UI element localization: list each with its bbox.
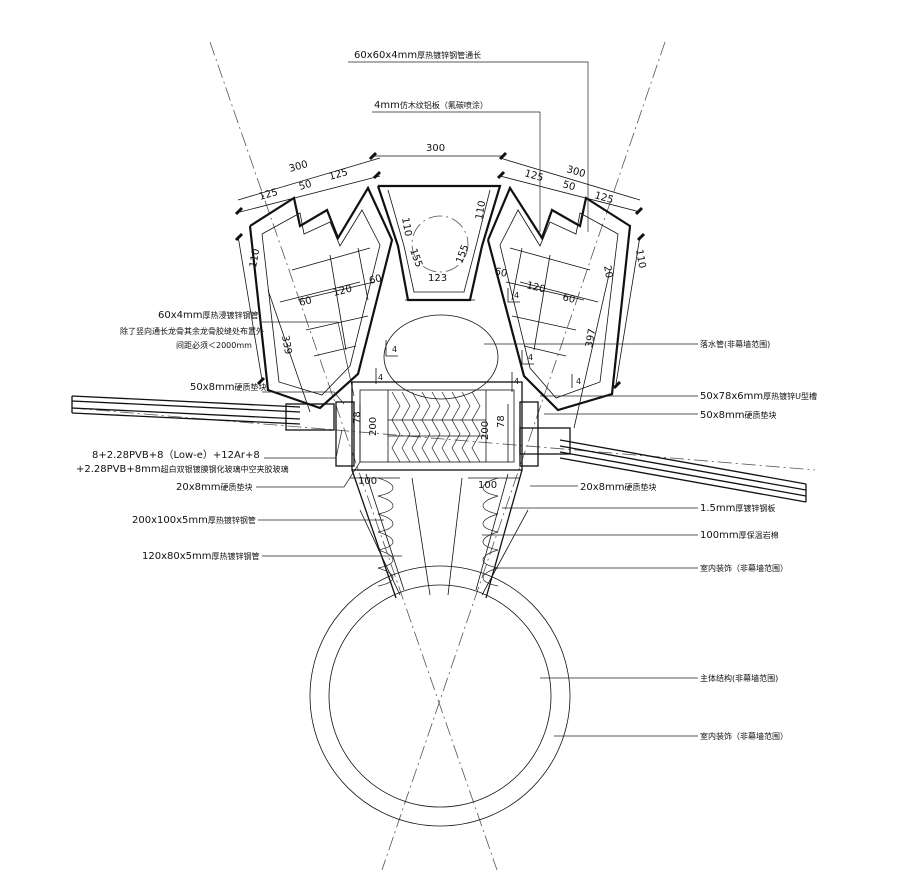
dim-inner-right-110: 110 bbox=[474, 200, 488, 221]
drain-pipe bbox=[383, 215, 499, 400]
left-glass-panel bbox=[71, 395, 335, 431]
dim-left-200: 200 bbox=[368, 417, 379, 436]
label-interior-b: 室内装饰（非幕墙范围） bbox=[700, 731, 788, 741]
dim-right-155: 155 bbox=[454, 243, 471, 265]
dim-bottom-123: 123 bbox=[428, 273, 447, 284]
dim-left-120: 120 bbox=[332, 284, 353, 299]
dim-left-60a: 60 bbox=[298, 295, 313, 309]
dim-right-125b: 125 bbox=[593, 190, 614, 206]
dim-left-100: 100 bbox=[358, 476, 377, 487]
dim-top-right-300: 300 bbox=[565, 164, 586, 180]
label-top-tube: 60x60x4mm厚热镀锌钢管通长 bbox=[354, 50, 481, 61]
label-right-small-pad: 20x8mm硬质垫块 bbox=[580, 482, 657, 493]
dim-left-155: 155 bbox=[407, 247, 424, 269]
label-rect-tube: 200x100x5mm厚热镀锌钢管 bbox=[132, 515, 256, 526]
right-cladding-box bbox=[486, 185, 632, 412]
label-left-small-pad: 20x8mm硬质垫块 bbox=[176, 482, 253, 493]
label-wood-panel: 4mm仿木纹铝板（氟碳喷涂） bbox=[374, 100, 488, 111]
dim-left-50: 50 bbox=[298, 179, 313, 193]
label-insulation: 100mm厚保温岩棉 bbox=[700, 530, 779, 541]
dim-inner-left-110: 110 bbox=[399, 217, 413, 238]
tag-4-b: 4 bbox=[514, 291, 519, 300]
dim-right-20: 20 bbox=[601, 265, 614, 279]
dim-top-left-300: 300 bbox=[288, 159, 309, 175]
label-left-pipe-note1: 除了竖向通长龙骨其余龙骨胶缝处布置外 bbox=[120, 326, 264, 336]
dim-left-60b: 60 bbox=[368, 273, 383, 287]
dimension-lines bbox=[234, 151, 646, 479]
section-tag-flags bbox=[375, 288, 573, 392]
dim-right-110: 110 bbox=[633, 249, 647, 270]
u-channels bbox=[335, 401, 539, 467]
label-interior-a: 室内装饰（非幕墙范围） bbox=[700, 563, 788, 573]
tag-4-d: 4 bbox=[378, 373, 383, 382]
dim-right-60a: 60 bbox=[493, 266, 508, 280]
label-glass-line2: +2.28PVB+8mm超白双银镀膜钢化玻璃中空夹胶玻璃 bbox=[76, 464, 289, 475]
label-drain-pipe: 落水管(非幕墙范围) bbox=[700, 339, 770, 349]
dim-left-110: 110 bbox=[248, 248, 262, 269]
dim-left-125a: 125 bbox=[258, 187, 279, 203]
label-left-pad: 50x8mm硬质垫块 bbox=[190, 382, 267, 393]
label-left-pipe-note2: 间距必须＜2000mm bbox=[176, 340, 252, 350]
label-glass-line1: 8+2.28PVB+8（Low-e）+12Ar+8 bbox=[92, 449, 260, 461]
dim-top-center-300: 300 bbox=[426, 143, 445, 154]
dim-right-60b: 60 bbox=[561, 292, 576, 306]
dim-left-78: 78 bbox=[352, 411, 363, 424]
dim-right-200: 200 bbox=[480, 421, 491, 440]
label-small-tube: 120x80x5mm厚热镀锌钢管 bbox=[142, 551, 260, 562]
insulation-wedge bbox=[351, 469, 523, 599]
tag-4-c: 4 bbox=[528, 353, 533, 362]
label-right-pad: 50x8mm硬质垫块 bbox=[700, 410, 777, 421]
label-main-structure: 主体结构(非幕墙范围) bbox=[700, 673, 778, 683]
dim-left-339: 339 bbox=[279, 335, 293, 356]
dim-right-120: 120 bbox=[525, 280, 546, 295]
label-left-pipe: 60x4mm厚热浸镀锌钢管 bbox=[158, 310, 259, 321]
steel-rect-tube bbox=[351, 381, 523, 471]
tag-4-f: 4 bbox=[576, 377, 581, 386]
label-steel-plate: 1.5mm厚镀锌钢板 bbox=[700, 503, 775, 514]
tag-4-e: 4 bbox=[514, 377, 519, 386]
main-structure-column bbox=[309, 509, 571, 827]
dim-right-78: 78 bbox=[496, 415, 507, 428]
dim-left-125b: 125 bbox=[328, 167, 349, 183]
dim-right-50: 50 bbox=[561, 179, 576, 193]
right-glass-panel bbox=[519, 427, 807, 503]
dim-right-125a: 125 bbox=[523, 168, 544, 184]
label-u-channel: 50x78x6mm厚热镀锌U型槽 bbox=[700, 391, 817, 402]
dim-right-100: 100 bbox=[478, 480, 497, 491]
tag-4-a: 4 bbox=[392, 345, 397, 354]
dim-right-397: 397 bbox=[584, 328, 598, 349]
left-cladding-box bbox=[248, 185, 394, 410]
leader-lines bbox=[256, 61, 698, 737]
